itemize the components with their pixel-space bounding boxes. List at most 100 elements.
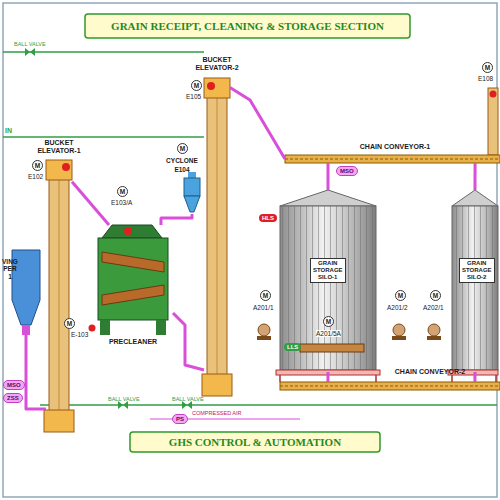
elevator-casing (49, 170, 69, 415)
tag-number: A201/2 (387, 304, 408, 311)
conveyor-trough (280, 382, 500, 390)
equipment-name: BUCKET ELEVATOR-1 (32, 139, 86, 155)
tag-number: A201/5A (316, 330, 341, 337)
conveyor-trough (285, 155, 500, 163)
tag-number: BALL VALVE (108, 396, 140, 402)
ball-valve-symbol (25, 48, 35, 56)
chain-conveyor: CHAIN CONVEYOR-2 (280, 382, 500, 390)
equipment-name: VING PER 1 (2, 258, 18, 280)
sieve-deck (102, 252, 164, 272)
elevator-belt (217, 98, 218, 374)
screw-conveyor (300, 344, 364, 352)
title-text: GRAIN RECEIPT, CLEANING & STORAGE SECTIO… (85, 14, 410, 38)
tag-number: E103/A (111, 199, 132, 206)
motor-indicator (124, 227, 132, 235)
instrument-tag: PS (172, 414, 188, 424)
motor-symbol: M (177, 143, 188, 154)
motor-indicator (207, 82, 215, 90)
motor-symbol: M (430, 290, 441, 301)
silo-roof (452, 190, 498, 206)
silo-ribs-overlay (452, 206, 498, 370)
conveyor-chain (280, 386, 500, 387)
motor-symbol: M (260, 290, 271, 301)
ball-valve-symbol (118, 401, 128, 409)
bucket-elevator: BUCKET ELEVATOR-2 (204, 78, 230, 396)
storage-silo: GRAIN STORAGE SILO-2 (452, 190, 498, 372)
motor-symbol: M (117, 186, 128, 197)
instrument-tag: ZSS (3, 393, 23, 403)
equipment-name: BUCKET ELEVATOR-2 (190, 56, 244, 72)
motor-symbol: M (32, 160, 43, 171)
motor-symbol: M (482, 62, 493, 73)
fan-base (427, 336, 441, 340)
grain-chute (473, 372, 476, 382)
aeration-fan (393, 324, 405, 336)
silo-ribs-overlay (280, 206, 376, 370)
precleaner-leg (100, 320, 110, 335)
page-frame (3, 3, 497, 497)
grain-chute (161, 214, 192, 225)
fan-base (392, 336, 406, 340)
cyclone: CYCLONEE104 (182, 178, 202, 214)
tag-number: E105 (186, 93, 201, 100)
sieve-deck (102, 285, 164, 305)
grain-chute (173, 313, 204, 370)
elevator-head (46, 160, 72, 180)
equipment-name: PRECLEANER (98, 338, 168, 346)
elevator-belt (59, 180, 60, 410)
cyclone-cone (184, 196, 200, 212)
cyclone-body (184, 178, 200, 196)
grain-chute (327, 163, 330, 190)
motor-indicator (62, 163, 70, 171)
tag-number: IN (5, 127, 12, 135)
air-line (3, 136, 204, 138)
grain-chute (474, 163, 477, 190)
aeration-fan (428, 324, 440, 336)
ball-valve-symbol (182, 401, 192, 409)
hopper-spout (22, 325, 30, 335)
fan-base (257, 336, 271, 340)
tag-number: E108 (478, 75, 493, 82)
precleaner: PRECLEANER (93, 225, 173, 335)
elevator-casing (207, 92, 227, 377)
motor-indicator (89, 325, 96, 332)
chain-conveyor: CHAIN CONVEYOR-1 (285, 155, 500, 163)
receiving-hopper: VING PER 1 (12, 250, 40, 335)
tag-number: A201/1 (253, 304, 274, 311)
tag-number: BALL VALVE (172, 396, 204, 402)
silo-body (280, 206, 376, 370)
motor-symbol: M (64, 318, 75, 329)
elevator-casing (488, 88, 498, 155)
silo-roof (280, 190, 376, 206)
motor-indicator (490, 91, 497, 98)
grain-chute (230, 88, 285, 159)
conveyor-chain (285, 159, 500, 160)
equipment-name: GRAIN STORAGE SILO-2 (459, 258, 495, 283)
tag-number: BALL VALVE (14, 41, 46, 47)
bucket-elevator: BUCKET ELEVATOR-1 (46, 160, 72, 432)
grain-chute (72, 182, 109, 225)
tag-number: E102 (28, 173, 43, 180)
elevator-boot (44, 410, 74, 432)
motor-symbol: M (395, 290, 406, 301)
tag-number: COMPRESSED AIR (192, 410, 242, 416)
equipment-name: CHAIN CONVEYOR-2 (380, 368, 480, 376)
precleaner-hood (102, 225, 162, 238)
elevator-head (204, 78, 230, 98)
silo-body (452, 206, 498, 370)
air-line (40, 404, 497, 406)
equipment-name: GRAIN STORAGE SILO-1 (310, 258, 346, 283)
precleaner-body (98, 238, 168, 320)
instrument-tag: MSO (336, 166, 358, 176)
motor-symbol: M (191, 80, 202, 91)
level-switch-tag: LLS (284, 343, 301, 351)
tag-number: A202/1 (423, 304, 444, 311)
aeration-fan (258, 324, 270, 336)
title-banner (85, 14, 410, 38)
equipment-name: CYCLONE (157, 157, 207, 164)
equipment-name: E104 (157, 166, 207, 173)
